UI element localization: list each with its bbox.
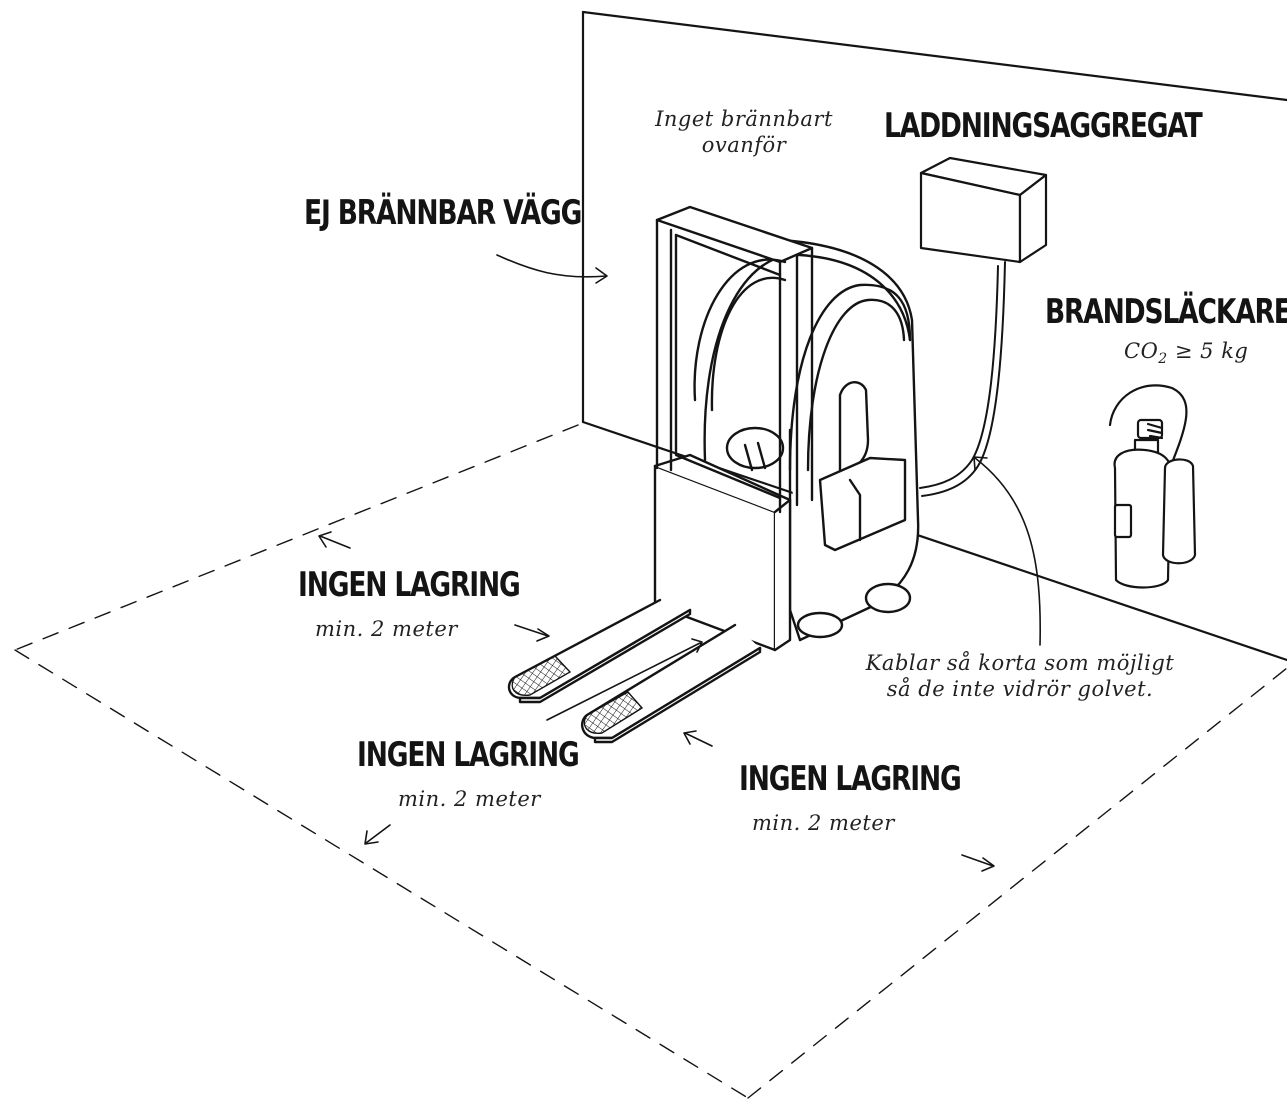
arrow-to-wall [496, 254, 607, 278]
cable-note-line2: så de inte vidrör golvet. [886, 677, 1154, 702]
zone-left-distance: min. 2 meter [315, 617, 458, 641]
charger-cable [919, 261, 1006, 497]
co-text: CO [1124, 339, 1159, 363]
zone-right-title: INGEN LAGRING [739, 759, 962, 799]
arrow-right-zone-up [684, 732, 713, 747]
cable-note-line1: Kablar så korta som möjligt [865, 651, 1175, 675]
zone-center-title: INGEN LAGRING [357, 735, 580, 775]
no-combustible-note: Inget brännbart ovanför [634, 106, 854, 159]
no-combustible-line1: Inget brännbart [655, 107, 833, 131]
cable-note: Kablar så korta som möjligt så de inte v… [830, 650, 1210, 703]
fire-extinguisher [1108, 384, 1197, 589]
arrow-down-right [961, 854, 994, 867]
co-subscript: 2 [1158, 351, 1168, 368]
annotation-arrows [318, 254, 1042, 872]
zone-right-distance: min. 2 meter [752, 811, 895, 835]
fork-tip-hatching [511, 655, 644, 734]
zone-left-title: INGEN LAGRING [298, 565, 521, 605]
arrow-left-fork [514, 624, 549, 637]
arrow-fork-gap [546, 642, 701, 721]
extinguisher-label: BRANDSLÄCKARE [1045, 292, 1287, 332]
forklift [507, 205, 920, 744]
extinguisher-spec: CO2 ≥ 5 kg [1124, 338, 1248, 369]
zone-center-distance: min. 2 meter [398, 787, 541, 811]
no-combustible-line2: ovanför [701, 133, 787, 158]
arrow-left-zone [319, 535, 351, 549]
no-storage-zone-outline [14, 424, 1287, 1099]
arrow-to-cable [974, 457, 1042, 646]
charger-label: LADDNINGSAGGREGAT [884, 106, 1203, 146]
spec-rest: ≥ 5 kg [1167, 339, 1249, 363]
wall-label: EJ BRÄNNBAR VÄGG [304, 193, 582, 233]
charger-box [919, 156, 1048, 264]
arrow-down-left [365, 824, 391, 844]
